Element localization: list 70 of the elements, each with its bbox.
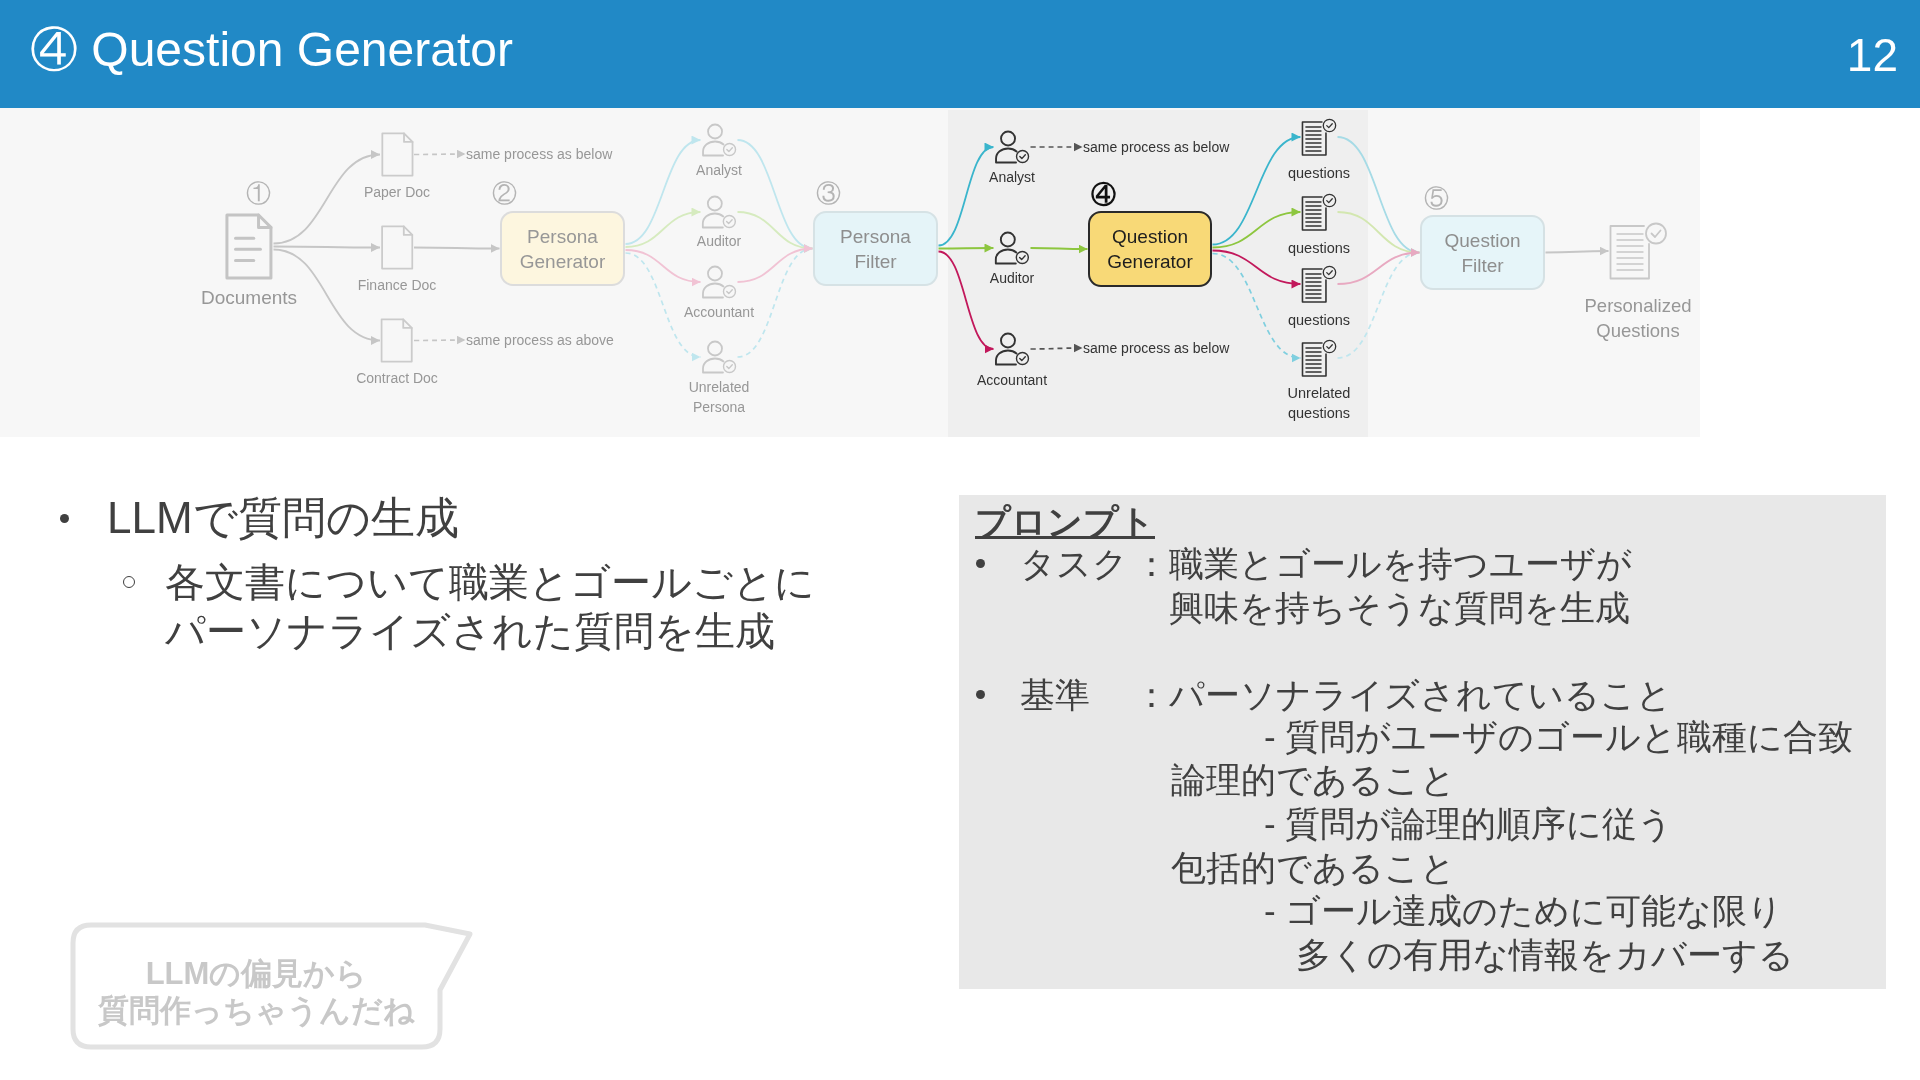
node-label: Contract Doc [356, 369, 438, 387]
sub-item-text: - ゴール達成のために可能な限り多くの有用な情報をカバーする [1264, 890, 1795, 976]
node-label: questions [1287, 164, 1351, 183]
process-box [1088, 211, 1212, 287]
dashed-arrow [413, 335, 467, 345]
arrow [937, 250, 995, 351]
arrow [413, 244, 501, 253]
process-box [500, 211, 625, 286]
dashed-arrow [1029, 142, 1084, 152]
node-label: Accountant [683, 302, 755, 322]
box-label: Persona Generator [518, 224, 607, 274]
note-text: same process as above [466, 331, 614, 349]
arrow [1211, 134, 1302, 246]
page-number: 12 [1846, 28, 1898, 82]
process-box [813, 211, 938, 286]
definition-text: ：職業とゴールを持つユーザが興味を持ちそうな質問を生成 [1134, 543, 1633, 629]
note-text: same process as below [1083, 138, 1230, 156]
step-number: ② [491, 179, 517, 207]
process-box [1420, 215, 1545, 290]
arrow [937, 145, 995, 247]
node-label: Documents [200, 287, 298, 309]
note-text: same process as below [466, 145, 613, 163]
dashed-arrow [1211, 252, 1302, 361]
arrow [624, 137, 702, 245]
arrow [1211, 208, 1302, 249]
dashed-arrow [413, 149, 467, 159]
dashed-arrow [1029, 343, 1084, 353]
node-label: Unrelated questions [1286, 384, 1352, 423]
arrow [1211, 249, 1302, 288]
arrow [736, 244, 814, 283]
note-text: same process as below [1083, 339, 1230, 357]
node-label: Accountant [976, 371, 1048, 389]
node-label: Auditor [696, 231, 742, 251]
prompt-heading: プロンプト [975, 501, 1155, 543]
term-text: 基準 [1020, 674, 1090, 716]
step-number: ④ [1090, 180, 1116, 208]
sub-item-text: - 質問が論理的順序に従う [1264, 803, 1674, 845]
node-label: questions [1287, 239, 1351, 258]
term-text: タスク [1020, 543, 1128, 585]
dashed-arrow [624, 252, 702, 360]
arrow [272, 248, 381, 344]
arrow [1336, 248, 1421, 285]
criterion-text: 包括的であること [1171, 847, 1456, 889]
node-label: Personalized Questions [1583, 293, 1693, 343]
arrow [1544, 246, 1610, 256]
step-number: ⑤ [1423, 184, 1449, 212]
criterion-text: 論理的であること [1171, 759, 1456, 801]
node-label: Unrelated Persona [687, 378, 751, 417]
arrow [272, 151, 381, 245]
arrow [1029, 244, 1089, 254]
sub-bullet-text: 各文書について職業とゴールごとにパーソナライズされた質問を生成 [165, 558, 816, 655]
bullet-text: LLMで質問の生成 [107, 492, 459, 544]
node-label: Paper Doc [363, 183, 431, 201]
arrow [624, 249, 702, 286]
box-label: Question Filter [1443, 228, 1522, 278]
box-label: Question Generator [1106, 225, 1194, 274]
prompt-panel [959, 495, 1886, 989]
arrow [272, 243, 381, 252]
node-label: Finance Doc [357, 276, 437, 294]
box-label: Persona Filter [839, 224, 912, 274]
arrow [624, 208, 702, 248]
node-label: questions [1287, 311, 1351, 330]
node-label: Analyst [696, 160, 742, 180]
arrow [937, 243, 995, 253]
step-number: ③ [815, 179, 841, 207]
node-label: Auditor [989, 269, 1035, 287]
definition-text: ：パーソナライズされていること [1134, 674, 1672, 716]
slide-title: ④ Question Generator [30, 22, 513, 78]
sub-item-text: - 質問がユーザのゴールと職種に合致 [1264, 716, 1854, 758]
node-label: Analyst [989, 168, 1035, 186]
